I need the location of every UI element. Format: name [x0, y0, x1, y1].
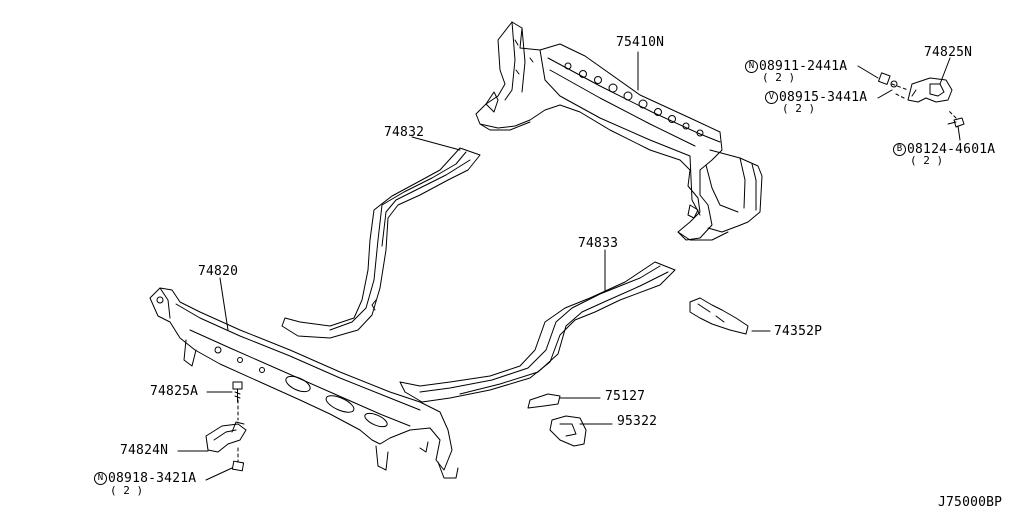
circled-letter-icon: B: [893, 143, 906, 156]
label-74833: 74833: [578, 236, 619, 251]
label-74825n: 74825N: [924, 45, 973, 60]
bolt-74825a: [232, 381, 243, 403]
circled-letter-icon: N: [94, 472, 107, 485]
circled-letter-icon: N: [745, 60, 758, 73]
label-74825a: 74825A: [150, 384, 199, 399]
qty-08915-3441a: ( 2 ): [782, 102, 816, 115]
bracket-95322: [549, 415, 587, 447]
bracket-75127: [527, 393, 561, 409]
label-74832: 74832: [384, 125, 425, 140]
circled-letter-icon: V: [765, 91, 778, 104]
crossmember-74820: [149, 287, 459, 479]
qty-08918-3421a: ( 2 ): [110, 484, 144, 497]
side-member-74833: [399, 261, 676, 403]
qty-08911-2441a: ( 2 ): [762, 71, 796, 84]
tow-hook-74825n: [878, 72, 965, 128]
label-75127: 75127: [605, 389, 646, 404]
nut-08918: [231, 460, 245, 472]
side-member-74832: [281, 147, 481, 339]
label-74824n: 74824N: [120, 443, 169, 458]
leader-lines: [177, 51, 961, 481]
front-crossmember-75410n: [475, 21, 763, 241]
bracket-74352p: [689, 297, 749, 335]
qty-08124-4601a: ( 2 ): [910, 154, 944, 167]
label-74352p: 74352P: [774, 324, 823, 339]
label-95322: 95322: [617, 414, 658, 429]
label-74820: 74820: [198, 264, 239, 279]
diagram-code: J75000BP: [938, 495, 1003, 510]
label-75410n: 75410N: [616, 35, 665, 50]
assembly-lines: [237, 83, 957, 463]
hook-74824n: [205, 421, 247, 453]
